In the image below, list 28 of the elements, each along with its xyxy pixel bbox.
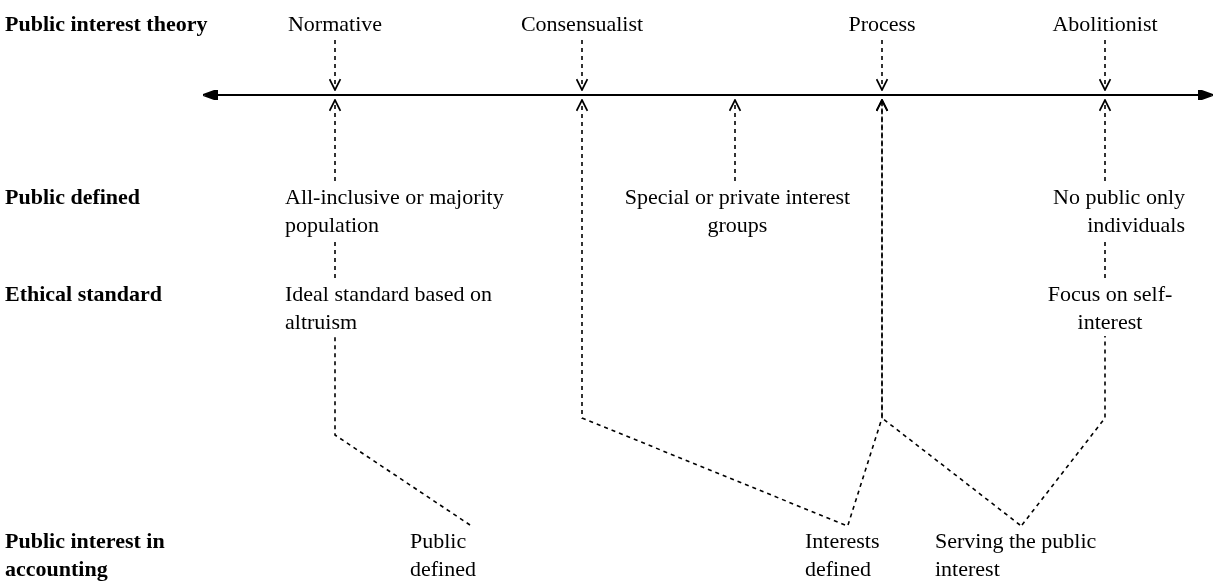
spectrum-text: Public defined (410, 527, 520, 583)
dashed-line (334, 335, 471, 526)
dashed-arrow (328, 99, 342, 182)
spectrum-text: Consensualist (472, 10, 692, 38)
dashed-arrow (1098, 99, 1112, 182)
dashed-line (1021, 335, 1106, 526)
dashed-arrow (875, 39, 889, 91)
dashed-arrow (1098, 39, 1112, 91)
row-heading: Public defined (5, 183, 142, 211)
spectrum-text: Special or private interest groups (615, 183, 860, 239)
spectrum-text: Abolitionist (1025, 10, 1185, 38)
spectrum-text: Interests defined (805, 527, 925, 583)
dashed-arrow (728, 99, 742, 182)
spectrum-text: Serving the public interest (935, 527, 1115, 583)
spectrum-text: No public only individuals (960, 183, 1185, 239)
row-heading: Public interest theory (5, 10, 209, 38)
row-heading: Ethical standard (5, 280, 164, 308)
spectrum-text: Ideal standard based on altruism (285, 280, 550, 336)
spectrum-text: All-inclusive or majority population (285, 183, 560, 239)
spectrum-text: Process (822, 10, 942, 38)
spectrum-text: Normative (255, 10, 415, 38)
dashed-arrow (575, 99, 846, 526)
row-heading: Public interest in accounting (5, 527, 166, 583)
spectrum-text: Focus on self-interest (1030, 280, 1190, 336)
dashed-arrow (875, 99, 1021, 526)
continuum-arrow (203, 90, 1213, 100)
dashed-arrow (575, 39, 589, 91)
dashed-arrow (328, 39, 342, 91)
